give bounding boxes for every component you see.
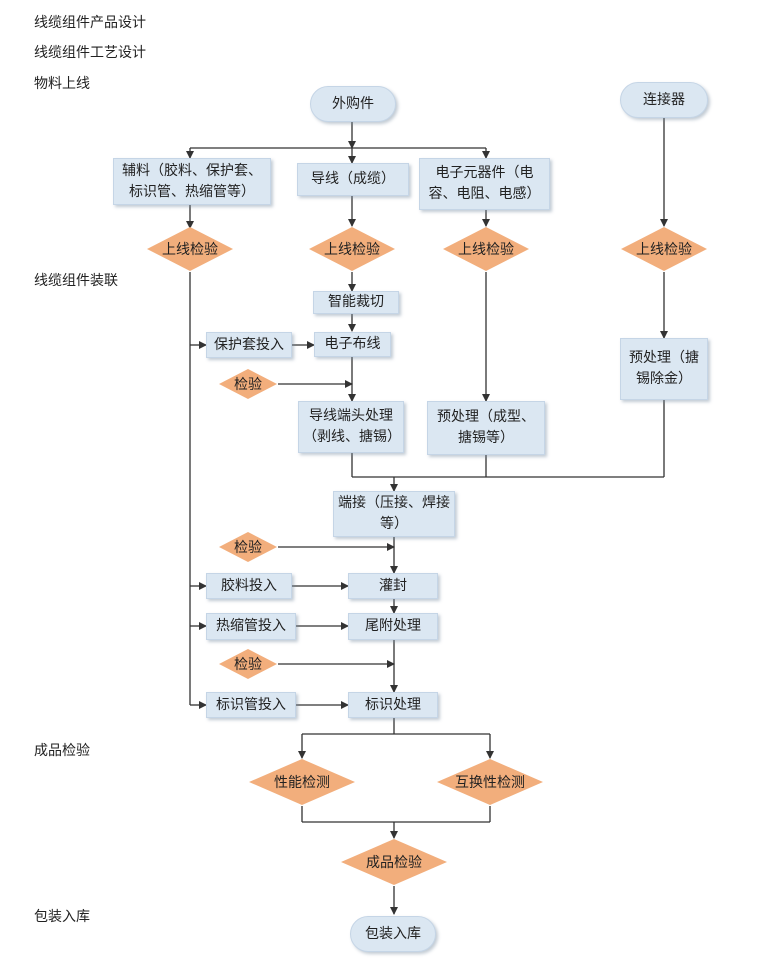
performance-test-diamond: 性能检测	[248, 758, 356, 806]
product-inspection-diamond: 成品检验	[340, 838, 448, 886]
online-check-diamond-aux: 上线检验	[146, 226, 234, 272]
stage-assembly: 线缆组件装联	[34, 273, 118, 289]
online-check-label: 上线检验	[162, 242, 218, 258]
tail-processing-box: 尾附处理	[348, 613, 438, 640]
stage-final-inspection: 成品检验	[34, 743, 90, 759]
purchased-parts-node: 外购件	[310, 86, 396, 122]
inspection-label: 检验	[234, 540, 262, 556]
sheath-input-box: 保护套投入	[206, 332, 292, 358]
connector-node: 连接器	[620, 82, 708, 118]
pre-processing-gold-box: 预处理（搪锡除金）	[620, 338, 708, 400]
heat-shrink-input-box: 热缩管投入	[206, 613, 296, 640]
online-check-label: 上线检验	[636, 242, 692, 258]
aux-materials-box: 辅料（胶料、保护套、标识管、热缩管等）	[113, 158, 271, 205]
inspection-diamond-1: 检验	[218, 368, 278, 400]
online-check-diamond-electronic: 上线检验	[442, 226, 530, 272]
electronic-components-box: 电子元器件（电容、电阻、电感）	[419, 158, 550, 210]
inspection-label: 检验	[234, 377, 262, 393]
wire-end-processing-box: 导线端头处理（剥线、搪锡）	[298, 401, 404, 453]
stage-packaging-storage: 包装入库	[34, 909, 90, 925]
potting-box: 灌封	[348, 573, 438, 599]
glue-input-box: 胶料投入	[206, 573, 292, 599]
stage-product-design: 线缆组件产品设计	[34, 15, 146, 31]
inspection-label: 检验	[234, 657, 262, 673]
product-inspection-label: 成品检验	[366, 855, 422, 871]
online-check-diamond-connector: 上线检验	[620, 226, 708, 272]
marker-input-box: 标识管投入	[206, 692, 296, 718]
online-check-diamond-wire: 上线检验	[308, 226, 396, 272]
inspection-diamond-2: 检验	[218, 531, 278, 563]
stage-process-design: 线缆组件工艺设计	[34, 45, 146, 61]
pre-processing-forming-box: 预处理（成型、搪锡等）	[427, 401, 545, 455]
wire-box: 导线（成缆）	[297, 163, 409, 196]
electronic-wiring-box: 电子布线	[314, 332, 391, 357]
online-check-label: 上线检验	[324, 242, 380, 258]
performance-test-label: 性能检测	[274, 775, 330, 791]
packaging-node: 包装入库	[350, 916, 436, 952]
interchangeability-test-diamond: 互换性检测	[436, 758, 544, 806]
smart-cutting-box: 智能裁切	[313, 291, 399, 314]
stage-material-online: 物料上线	[34, 76, 90, 92]
termination-box: 端接（压接、焊接等）	[333, 491, 455, 537]
interchangeability-test-label: 互换性检测	[455, 775, 525, 791]
online-check-label: 上线检验	[458, 242, 514, 258]
inspection-diamond-3: 检验	[218, 648, 278, 680]
marking-box: 标识处理	[348, 692, 438, 718]
